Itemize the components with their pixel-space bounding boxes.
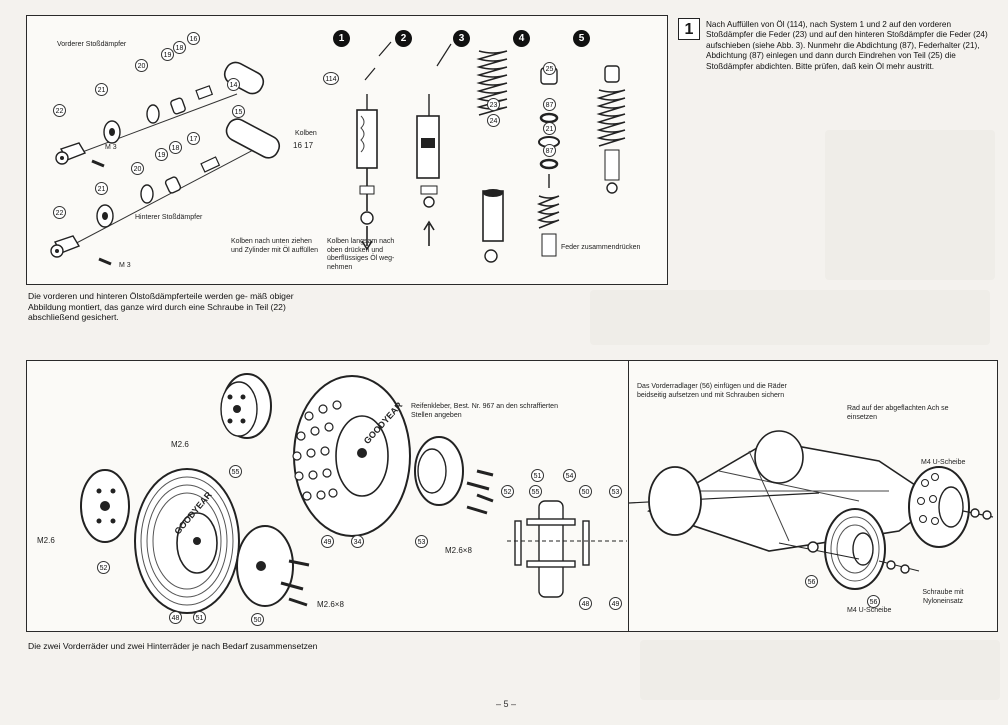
m4-washer-label-bottom: M4 U-Scheibe	[847, 607, 892, 614]
part-16: 16	[187, 32, 200, 45]
step-badge-4: 4	[513, 30, 530, 47]
front-shock-parts-drawing	[55, 61, 265, 168]
screw-m26x8-label-a: M2.6×8	[445, 546, 472, 555]
part-19: 19	[161, 48, 174, 61]
part-50-top: 50	[579, 485, 592, 498]
part-19b: 19	[155, 148, 168, 161]
rear-shock-label: Hinterer Stoßdämpfer	[135, 214, 203, 221]
part-48: 48	[169, 611, 182, 624]
part-55-top: 55	[529, 485, 542, 498]
screw-m26x8-label-b: M2.6×8	[317, 600, 344, 609]
part-87a: 87	[543, 98, 556, 111]
chassis-drawing	[628, 430, 994, 590]
part-23: 23	[487, 98, 500, 111]
part-53: 53	[415, 535, 428, 548]
kolben-parts-label: 16 17	[293, 141, 314, 150]
step-badge-5: 5	[573, 30, 590, 47]
part-51-top: 51	[531, 469, 544, 482]
step-badge-3: 3	[453, 30, 470, 47]
part-49: 49	[321, 535, 334, 548]
part-18b: 18	[169, 141, 182, 154]
step-2-note: Kolben langsam nach oben drücken und übe…	[327, 238, 395, 271]
step-badge-1: 1	[333, 30, 350, 47]
part-50: 50	[251, 613, 264, 626]
front-bearing-note: Das Vorderradlager (56) einfügen und die…	[637, 383, 787, 399]
m3-screw-label-top: M 3	[105, 144, 117, 151]
part-21b: 21	[95, 182, 108, 195]
page-number: – 5 –	[496, 699, 517, 709]
wheel-parts-drawing	[80, 373, 627, 614]
part-56-b: 56	[867, 595, 880, 608]
screw-m26-label-a: M2.6	[171, 440, 189, 449]
m4-washer-label-top: M4 U-Scheibe	[921, 459, 966, 466]
part-52: 52	[97, 561, 110, 574]
step-badge-2: 2	[395, 30, 412, 47]
part-20b: 20	[131, 162, 144, 175]
part-51: 51	[193, 611, 206, 624]
flattened-axle-note: Rad auf der abgeflachten Ach se einsetze…	[847, 405, 949, 421]
bleed-through-bottom	[640, 640, 1000, 700]
step-number-box: 1	[678, 18, 700, 40]
screw-m26-label-b: M2.6	[37, 536, 55, 545]
part-17: 17	[187, 132, 200, 145]
spring-compress-note: Feder zusammendrücken	[561, 244, 641, 251]
part-49-bottom: 49	[609, 597, 622, 610]
part-21: 21	[95, 83, 108, 96]
wheel-assembly-diagram: Reifenkleber, Best. Nr. 967 an den schra…	[26, 360, 630, 632]
shock-assembly-steps-drawing	[356, 41, 626, 263]
part-21c: 21	[543, 122, 556, 135]
rear-shock-parts-drawing	[50, 118, 281, 266]
wheels-caption: Die zwei Vorderräder und zwei Hinterräde…	[28, 641, 318, 651]
part-14: 14	[227, 78, 240, 91]
step-1-instructions: Nach Auffüllen von Öl (114), nach System…	[706, 20, 988, 71]
shock-assembly-caption: Die vorderen und hinteren Ölstoßdämpfert…	[28, 291, 294, 322]
step-1-note: Kolben nach unten ziehen und Zylinder mi…	[231, 238, 319, 254]
chassis-wheel-mounting-diagram: Das Vorderradlager (56) einfügen und die…	[628, 360, 998, 632]
part-53-top: 53	[609, 485, 622, 498]
m3-screw-label-bottom: M 3	[119, 262, 131, 269]
front-shock-label: Vorderer Stoßdämpfer	[57, 41, 127, 48]
part-55: 55	[229, 465, 242, 478]
shock-absorber-diagram: Vorderer Stoßdämpfer Hinterer Stoßdämpfe…	[26, 15, 668, 285]
part-25: 25	[543, 62, 556, 75]
part-56-a: 56	[805, 575, 818, 588]
part-24: 24	[487, 114, 500, 127]
part-52-top: 52	[501, 485, 514, 498]
kolben-label: Kolben	[295, 130, 317, 137]
part-22: 22	[53, 104, 66, 117]
part-34: 34	[351, 535, 364, 548]
part-18: 18	[173, 41, 186, 54]
bleed-through-middle	[590, 290, 990, 345]
bleed-through-right	[825, 130, 995, 280]
part-20: 20	[135, 59, 148, 72]
part-54-top: 54	[563, 469, 576, 482]
glue-note: Reifenkleber, Best. Nr. 967 an den schra…	[411, 403, 558, 419]
part-15: 15	[232, 105, 245, 118]
part-22b: 22	[53, 206, 66, 219]
part-48-bottom: 48	[579, 597, 592, 610]
part-87b: 87	[543, 144, 556, 157]
nylon-screw-note: Schraube mit Nyloneinsatz	[922, 589, 964, 605]
part-114: 114	[323, 72, 339, 85]
